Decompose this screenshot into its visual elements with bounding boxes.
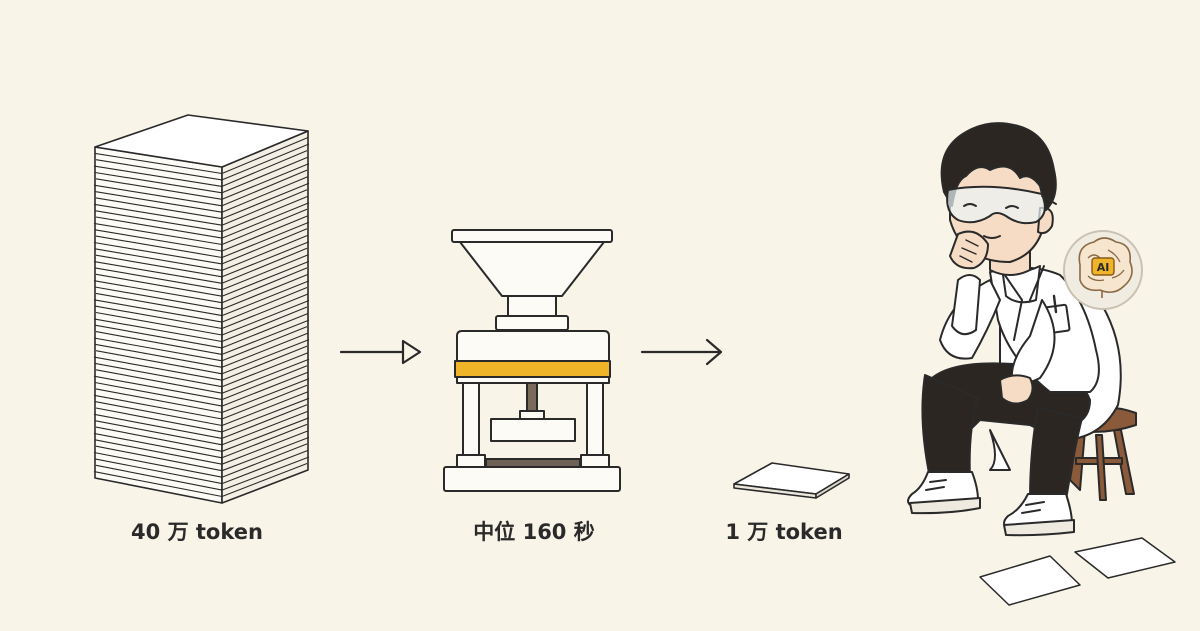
paper-sheet-edge xyxy=(93,384,308,420)
paper-sheet-edge xyxy=(94,234,309,271)
input-size-label: 40 万 token xyxy=(131,520,263,544)
paper-sheet-edge xyxy=(94,195,309,233)
paper-sheet-edge xyxy=(93,208,308,246)
paper-stack-icon xyxy=(93,114,310,504)
processing-time-label: 中位 160 秒 xyxy=(473,520,595,544)
paper-sheet-edge xyxy=(94,176,309,213)
paper-sheet-edge xyxy=(93,306,308,343)
paper-sheet-edge xyxy=(95,378,310,414)
paper-sheet-edge xyxy=(95,397,310,433)
single-sheet-icon xyxy=(733,462,850,499)
ai-brain-badge-icon: AI xyxy=(1063,230,1143,310)
ai-badge-text: AI xyxy=(1097,261,1110,274)
paper-sheet-edge xyxy=(94,391,309,427)
paper-sheet-edge xyxy=(93,189,308,226)
paper-sheet-edge xyxy=(93,228,308,265)
paper-sheet-edge xyxy=(95,417,310,452)
paper-sheet-edge xyxy=(94,332,309,368)
paper-sheet-edge xyxy=(94,410,309,446)
paper-sheet-edge xyxy=(93,443,308,478)
paper-sheet-edge xyxy=(95,241,310,278)
paper-sheet-edge xyxy=(95,221,310,259)
paper-sheet-edge xyxy=(93,150,308,187)
paper-sheet-edge xyxy=(94,273,309,310)
paper-stack-sheet-lines xyxy=(93,136,310,498)
paper-sheet-edge xyxy=(94,312,309,349)
paper-sheet-edge xyxy=(95,436,310,472)
paper-sheet-edge xyxy=(94,136,309,175)
paper-sheet-edge xyxy=(93,404,308,439)
output-size-label: 1 万 token xyxy=(725,520,843,544)
safety-goggles xyxy=(946,185,1057,225)
paper-sheet-edge xyxy=(94,215,309,252)
paper-sheet-edge xyxy=(94,430,309,465)
paper-sheet-edge xyxy=(95,143,310,181)
right-shoe xyxy=(1003,493,1075,537)
funnel-press-icon xyxy=(443,229,621,492)
arrow-right-icon-2 xyxy=(640,338,723,366)
left-shoe xyxy=(907,471,981,515)
paper-sheet-edge xyxy=(95,260,310,297)
paper-sheet-edge xyxy=(95,456,310,491)
paper-sheet-edge xyxy=(93,462,308,498)
paper-sheet-edge xyxy=(93,267,308,304)
paper-sheet-edge xyxy=(95,319,310,355)
paper-sheet-edge xyxy=(94,371,309,407)
paper-sheet-edge xyxy=(95,202,310,239)
paper-sheet-edge xyxy=(93,345,308,381)
paper-sheet-edge xyxy=(94,254,309,291)
paper-sheet-edge xyxy=(93,423,308,459)
paper-sheet-edge xyxy=(94,352,309,388)
paper-sheet-edge xyxy=(94,293,309,330)
paper-sheet-edge xyxy=(95,339,310,375)
paper-sheet-edge xyxy=(93,247,308,284)
paper-sheet-edge xyxy=(95,299,310,336)
paper-sheet-edge xyxy=(94,156,309,194)
paper-sheet-edge xyxy=(94,449,309,485)
paper-sheet-edge xyxy=(93,326,308,362)
paper-sheet-edge xyxy=(93,286,308,323)
paper-sheet-edge xyxy=(95,163,310,200)
arrow-right-icon xyxy=(339,339,422,365)
paper-sheet-edge xyxy=(95,358,310,394)
paper-sheet-edge xyxy=(93,365,308,401)
paper-sheet-edge xyxy=(93,169,308,207)
paper-sheet-edge xyxy=(95,182,310,220)
researcher-illustration xyxy=(907,122,1137,537)
scattered-papers xyxy=(979,537,1176,606)
paper-sheet-edge xyxy=(95,280,310,317)
